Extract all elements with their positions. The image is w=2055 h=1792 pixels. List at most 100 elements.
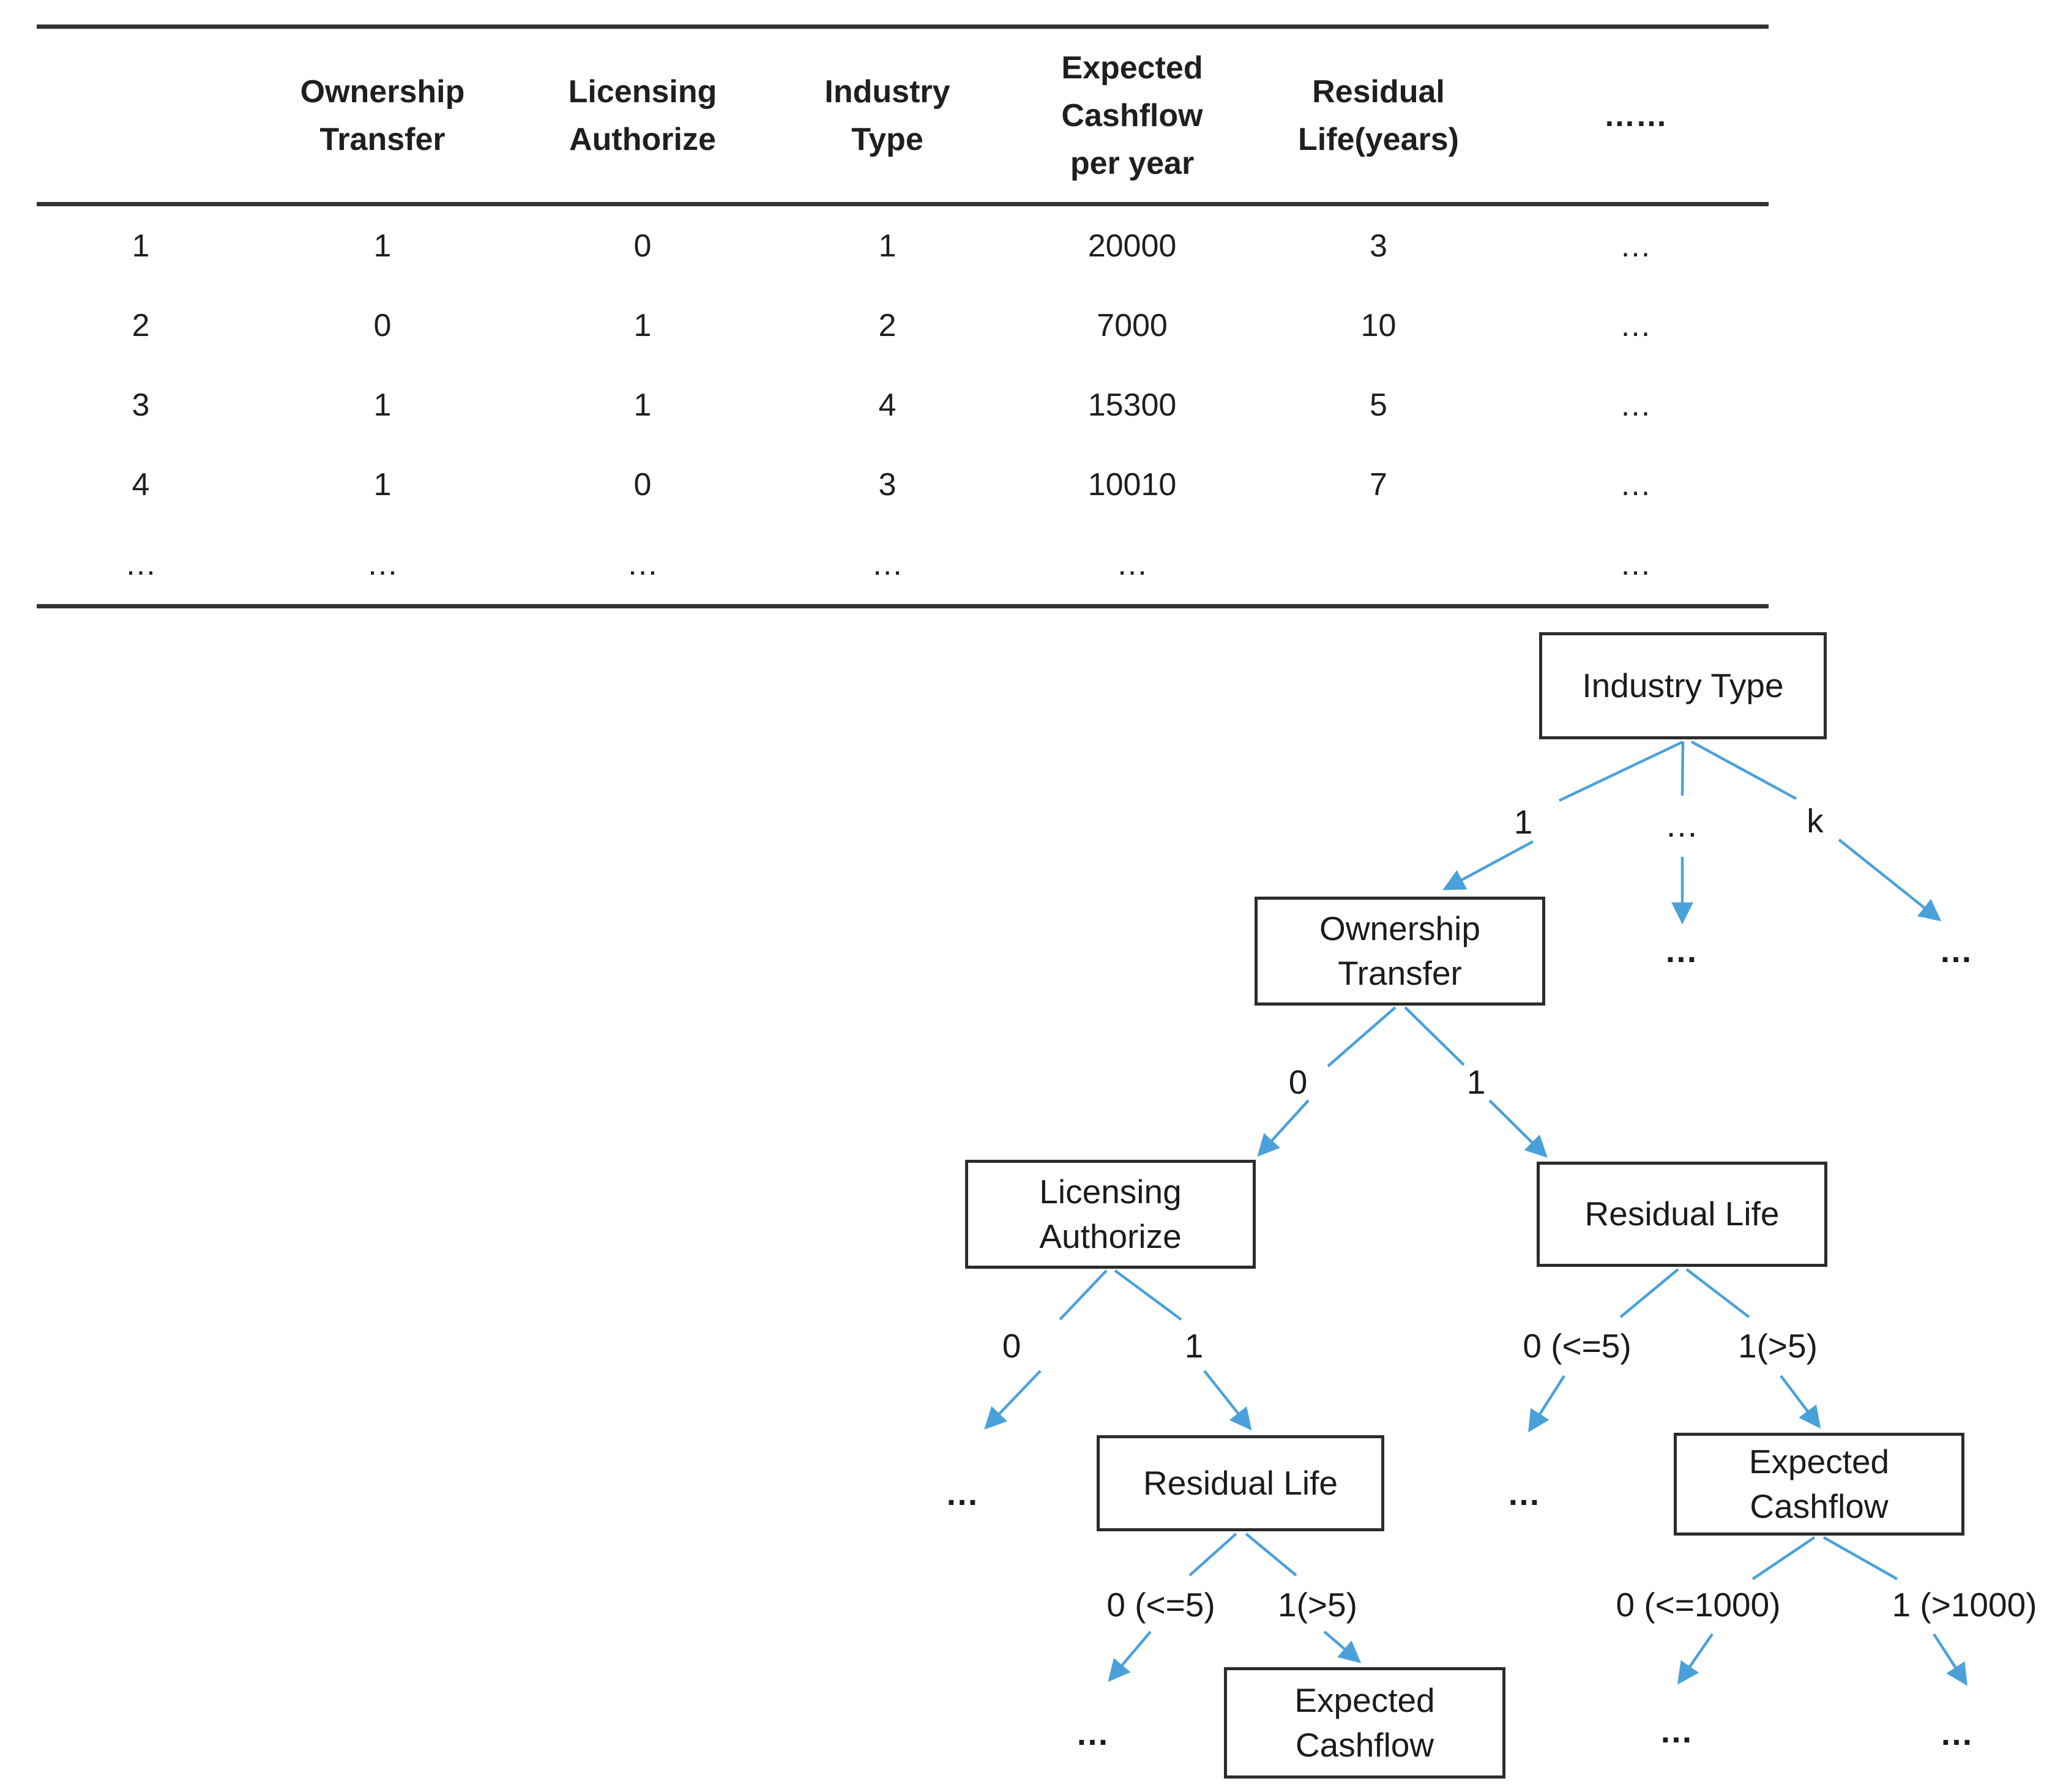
header-expected-cashflow: Expected Cashflow per year bbox=[1061, 50, 1203, 181]
header-industry-type: Industry Type bbox=[824, 73, 950, 157]
edge-label-industry-k: k bbox=[1807, 802, 1824, 840]
tree-branch-arrow bbox=[1933, 1633, 1967, 1686]
tree-node-industry-type: Industry Type bbox=[1539, 632, 1827, 739]
edge-label-ownership-1: 1 bbox=[1466, 1063, 1486, 1101]
tree-branch-line bbox=[1685, 1268, 1750, 1318]
cell: 5 bbox=[1370, 387, 1387, 423]
tree-branch-arrow bbox=[984, 1370, 1042, 1430]
cell: 1 bbox=[373, 467, 392, 502]
cell: … bbox=[1116, 547, 1148, 582]
tree-branch-line bbox=[1327, 1006, 1397, 1067]
edge-label-residual-center-0: 0 (<=5) bbox=[1106, 1586, 1215, 1624]
cell: 0 bbox=[633, 228, 652, 264]
cell: 1 bbox=[373, 387, 392, 423]
edge-label-cashflow-right-0: 0 (<=1000) bbox=[1616, 1586, 1781, 1624]
tree-branch-line bbox=[1751, 1536, 1816, 1580]
leaf-ellipsis-residual-right-0: … bbox=[1507, 1474, 1542, 1512]
cell: 2 bbox=[878, 308, 897, 343]
cell: 1 bbox=[633, 387, 652, 423]
table-top-rule bbox=[37, 24, 1769, 29]
cell: 1 bbox=[373, 228, 392, 264]
edge-label-industry-mid: … bbox=[1665, 806, 1699, 844]
header-residual-life: Residual Life(years) bbox=[1298, 73, 1459, 157]
tree-branch-arrow bbox=[1203, 1370, 1252, 1431]
tree-branch-line bbox=[1245, 1533, 1297, 1577]
table-row: 1 1 0 1 20000 3 … bbox=[37, 206, 1769, 286]
table-header-rule bbox=[37, 202, 1769, 206]
cell: … bbox=[1619, 228, 1652, 264]
edge-label-cashflow-right-1: 1 (>1000) bbox=[1892, 1586, 2037, 1624]
leaf-ellipsis-licensing-0: … bbox=[945, 1474, 980, 1512]
tree-branch-arrow bbox=[1528, 1375, 1565, 1433]
tree-branch-arrow bbox=[1677, 1633, 1714, 1685]
table-row: 4 1 0 3 10010 7 … bbox=[37, 445, 1769, 525]
cell: 2 bbox=[132, 308, 150, 343]
tree-branch-line bbox=[1559, 740, 1684, 802]
cell: … bbox=[871, 547, 903, 582]
cell: 4 bbox=[132, 467, 150, 502]
tree-node-licensing-authorize: Licensing Authorize bbox=[965, 1160, 1256, 1269]
edge-label-licensing-0: 0 bbox=[1002, 1327, 1021, 1365]
tree-node-expected-cashflow-bottom: Expected Cashflow bbox=[1224, 1667, 1505, 1779]
asset-sample-table: Ownership Transfer Licensing Authorize I… bbox=[37, 24, 1769, 608]
tree-branch-line bbox=[1059, 1269, 1108, 1321]
edge-label-residual-right-1: 1(>5) bbox=[1738, 1327, 1818, 1365]
edge-label-licensing-1: 1 bbox=[1184, 1327, 1204, 1365]
cell: 10 bbox=[1360, 308, 1397, 343]
tree-branch-arrow bbox=[1108, 1630, 1152, 1682]
cell: 3 bbox=[1370, 228, 1387, 264]
cell: 0 bbox=[373, 308, 392, 343]
tree-branch-arrow bbox=[1838, 838, 1942, 922]
tree-node-expected-cashflow-right: Expected Cashflow bbox=[1674, 1433, 1964, 1536]
edge-label-residual-center-1: 1(>5) bbox=[1278, 1586, 1357, 1624]
cell: … bbox=[1619, 308, 1652, 343]
cell: … bbox=[1619, 467, 1652, 502]
cell: … bbox=[1619, 387, 1652, 423]
cell: 3 bbox=[132, 387, 150, 423]
leaf-ellipsis-industry-mid: … bbox=[1664, 931, 1699, 969]
cell: … bbox=[627, 547, 658, 582]
cell: 7 bbox=[1370, 467, 1387, 502]
cell: 10010 bbox=[1087, 467, 1177, 502]
tree-branch-line bbox=[1690, 741, 1797, 800]
cell: 1 bbox=[878, 228, 897, 264]
tree-branch-line bbox=[1188, 1533, 1237, 1577]
tree-branch-arrow bbox=[1780, 1375, 1821, 1429]
leaf-ellipsis-industry-k: … bbox=[1939, 931, 1974, 969]
edge-label-residual-right-0: 0 (<=5) bbox=[1523, 1327, 1632, 1365]
cell: … bbox=[367, 547, 398, 582]
tree-branch-arrow bbox=[1323, 1630, 1362, 1663]
cell: 7000 bbox=[1097, 308, 1168, 343]
tree-branch-line bbox=[1680, 741, 1685, 796]
table-bottom-rule bbox=[37, 604, 1769, 608]
tree-branch-line bbox=[1619, 1268, 1679, 1318]
edge-label-ownership-0: 0 bbox=[1288, 1063, 1308, 1101]
cell: 4 bbox=[878, 387, 897, 423]
tree-branch-line bbox=[1114, 1269, 1182, 1321]
table-row: … … … … … … bbox=[37, 525, 1769, 604]
table-row: 3 1 1 4 15300 5 … bbox=[37, 365, 1769, 445]
header-more-columns: …… bbox=[1603, 97, 1668, 133]
tree-node-ownership-transfer: Ownership Transfer bbox=[1255, 897, 1545, 1006]
cell: 20000 bbox=[1087, 228, 1177, 264]
cell: 3 bbox=[878, 467, 897, 502]
table-header-row: Ownership Transfer Licensing Authorize I… bbox=[37, 29, 1769, 202]
tree-node-residual-life-center: Residual Life bbox=[1097, 1435, 1384, 1531]
tree-branch-line bbox=[1822, 1536, 1898, 1580]
tree-node-residual-life-right: Residual Life bbox=[1537, 1162, 1827, 1267]
tree-branch-line bbox=[1404, 1006, 1465, 1066]
leaf-ellipsis-cashflow-right-1: … bbox=[1939, 1714, 1975, 1752]
tree-branch-arrow bbox=[1257, 1099, 1310, 1157]
tree-branch-arrow bbox=[1488, 1099, 1548, 1158]
cell: … bbox=[125, 547, 157, 582]
cell: 15300 bbox=[1087, 387, 1177, 423]
cell: … bbox=[1619, 547, 1652, 582]
cell: 1 bbox=[633, 308, 652, 343]
tree-branch-arrow bbox=[1442, 840, 1534, 890]
header-ownership-transfer: Ownership Transfer bbox=[300, 73, 465, 157]
edge-label-industry-1: 1 bbox=[1513, 803, 1533, 841]
leaf-ellipsis-residual-center-0: … bbox=[1075, 1714, 1111, 1752]
table-row: 2 0 1 2 7000 10 … bbox=[37, 286, 1769, 365]
